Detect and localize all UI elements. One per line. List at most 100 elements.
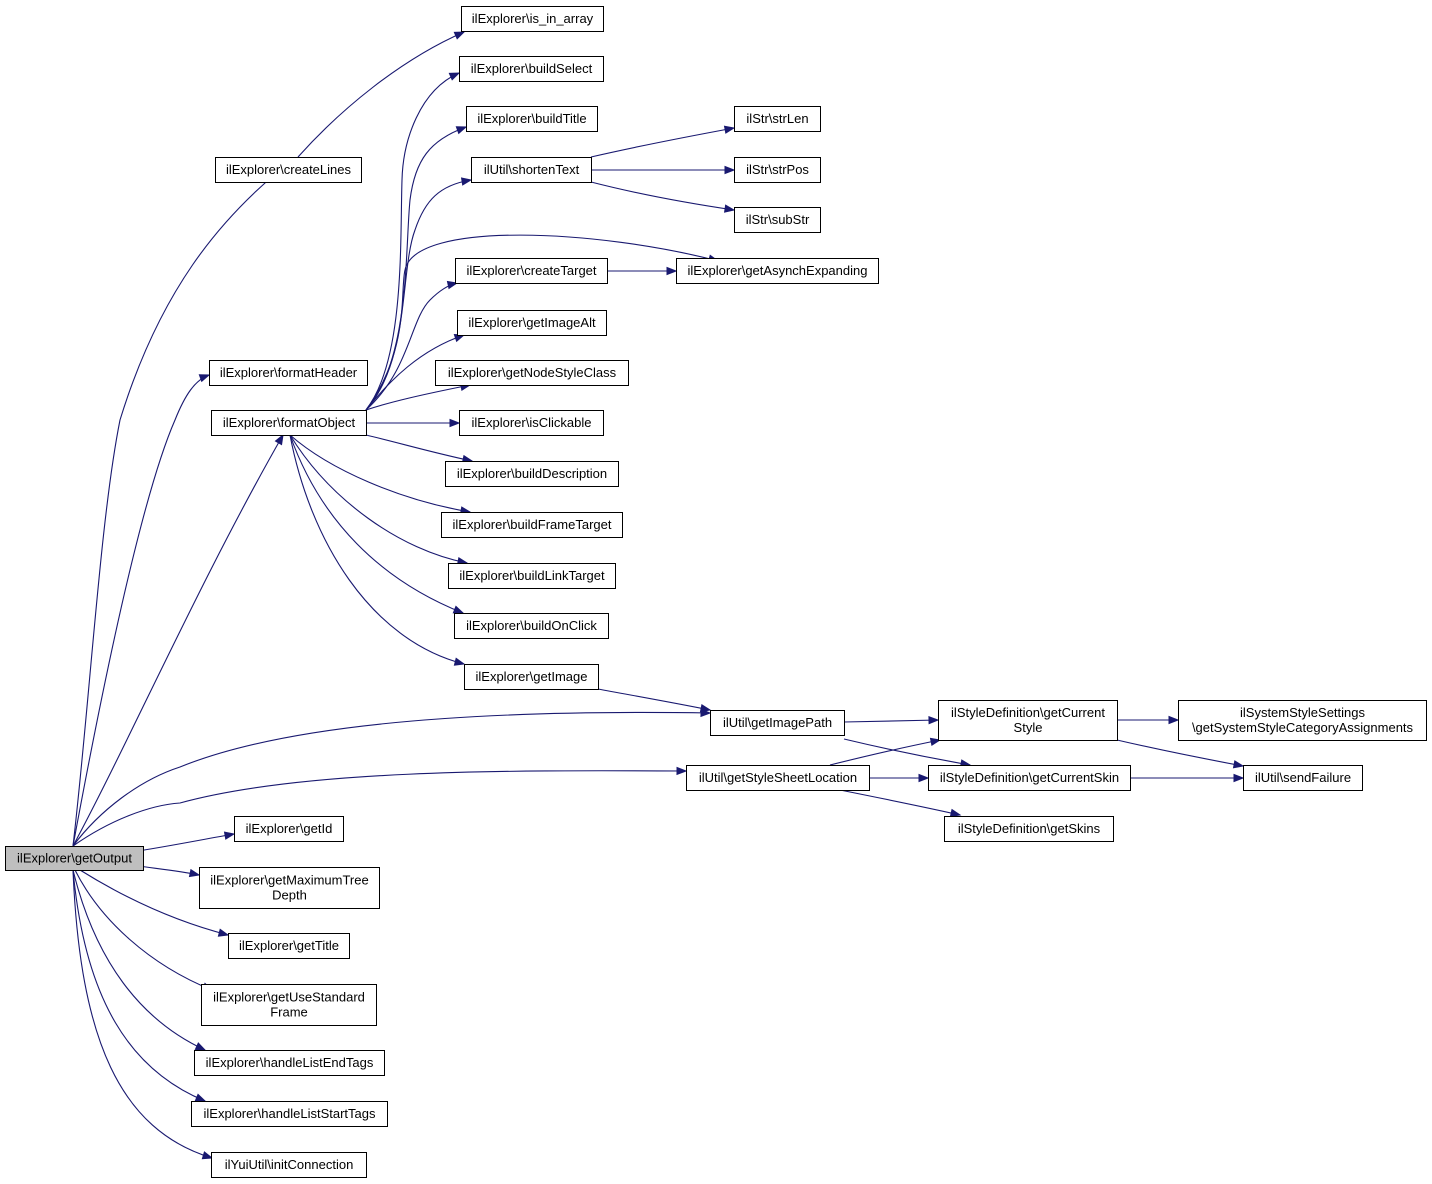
arrowhead xyxy=(453,31,466,40)
node-getSkins[interactable]: ilStyleDefinition\getSkins xyxy=(944,816,1114,842)
edge-getOutput-to-getStyleSheetLocation xyxy=(72,766,688,847)
node-getId[interactable]: ilExplorer\getId xyxy=(234,816,344,842)
call-nodes: ilExplorer\getOutput ilExplorer\createLin… xyxy=(5,6,1427,1178)
node-buildSelect[interactable]: ilExplorer\buildSelect xyxy=(459,56,604,82)
edge-line xyxy=(843,719,939,723)
node-box xyxy=(1243,765,1363,791)
node-label: ilExplorer\buildLinkTarget xyxy=(459,568,605,583)
node-label: ilExplorer\getNodeStyleClass xyxy=(448,365,617,380)
node-label: ilExplorer\createTarget xyxy=(466,263,596,278)
call-edges xyxy=(72,31,1245,1160)
node-getImage[interactable]: ilExplorer\getImage xyxy=(464,664,599,690)
node-label: ilExplorer\buildSelect xyxy=(471,61,593,76)
node-getOutput[interactable]: ilExplorer\getOutput xyxy=(5,846,144,871)
node-box xyxy=(435,360,629,386)
edge-line xyxy=(839,789,961,816)
edge-getStyleSheetLocation-to-getCurrentStyle xyxy=(829,737,942,766)
edge-getOutput-to-initConnection xyxy=(72,869,214,1160)
edge-getOutput-to-getImagePath xyxy=(72,708,712,847)
node-getStyleSheetLocation[interactable]: ilUtil\getStyleSheetLocation xyxy=(686,765,870,791)
node-label: ilYuiUtil\initConnection xyxy=(225,1157,354,1172)
node-label: ilExplorer\formatObject xyxy=(223,415,356,430)
node-isClickable[interactable]: ilExplorer\isClickable xyxy=(459,410,604,436)
node-handleListStartTags[interactable]: ilExplorer\handleListStartTags xyxy=(191,1101,388,1127)
node-box xyxy=(209,360,368,386)
arrowhead xyxy=(452,605,465,614)
edge-getOutput-to-createLines xyxy=(72,169,282,847)
arrowhead xyxy=(723,125,736,134)
arrowhead xyxy=(1233,773,1245,783)
arrowhead xyxy=(194,1042,207,1051)
node-shortenText[interactable]: ilUtil\shortenText xyxy=(471,157,592,183)
edge-getOutput-to-getUseStandardFrame xyxy=(74,869,214,991)
node-is_in_array[interactable]: ilExplorer\is_in_array xyxy=(461,6,604,32)
node-formatHeader[interactable]: ilExplorer\formatHeader xyxy=(209,360,368,386)
node-initConnection[interactable]: ilYuiUtil\initConnection xyxy=(211,1152,367,1178)
node-getNodeStyleClass[interactable]: ilExplorer\getNodeStyleClass xyxy=(435,360,629,386)
node-buildTitle[interactable]: ilExplorer\buildTitle xyxy=(466,106,598,132)
edge-line xyxy=(1116,739,1244,767)
edge-line xyxy=(365,384,471,411)
arrowhead xyxy=(453,657,466,666)
node-label: ilExplorer\buildDescription xyxy=(457,466,607,481)
edge-line xyxy=(72,869,206,1051)
node-strPos[interactable]: ilStr\strPos xyxy=(734,157,821,183)
edge-createTarget-to-getAsynchExpanding xyxy=(607,266,678,276)
node-getAsynchExpanding[interactable]: ilExplorer\getAsynchExpanding xyxy=(676,258,879,284)
arrowhead xyxy=(455,126,468,135)
node-box xyxy=(441,512,623,538)
node-getCurrentSkin[interactable]: ilStyleDefinition\getCurrentSkin xyxy=(928,765,1131,791)
node-box xyxy=(211,1152,367,1178)
node-label: ilExplorer\getImageAlt xyxy=(468,315,596,330)
node-box xyxy=(194,1050,385,1076)
edge-line xyxy=(72,869,206,1102)
node-box xyxy=(944,816,1114,842)
node-label: ilSystemStyleSettings xyxy=(1240,705,1365,720)
node-createTarget[interactable]: ilExplorer\createTarget xyxy=(455,258,608,284)
edge-line xyxy=(590,181,735,211)
edge-formatObject-to-isClickable xyxy=(366,418,461,428)
edge-line xyxy=(74,869,213,991)
edge-line xyxy=(72,374,210,847)
edge-getImage-to-getImagePath xyxy=(597,688,712,713)
node-box xyxy=(215,157,362,183)
node-box xyxy=(445,461,619,487)
node-box xyxy=(211,410,367,436)
node-subStr[interactable]: ilStr\subStr xyxy=(734,207,821,233)
node-getTitle[interactable]: ilExplorer\getTitle xyxy=(228,933,350,959)
node-buildFrameTarget[interactable]: ilExplorer\buildFrameTarget xyxy=(441,512,623,538)
node-getImageAlt[interactable]: ilExplorer\getImageAlt xyxy=(457,310,607,336)
node-label: ilExplorer\isClickable xyxy=(472,415,592,430)
arrowhead xyxy=(918,773,930,783)
arrowhead xyxy=(188,868,201,878)
node-createLines[interactable]: ilExplorer\createLines xyxy=(215,157,362,183)
node-box xyxy=(191,1101,388,1127)
edge-getCurrentSkin-to-sendFailure xyxy=(1130,773,1245,783)
edge-line xyxy=(365,72,460,411)
node-label: ilExplorer\buildOnClick xyxy=(466,618,597,633)
arrowhead xyxy=(460,177,473,186)
edge-line xyxy=(289,434,468,564)
node-box xyxy=(464,664,599,690)
node-buildDescription[interactable]: ilExplorer\buildDescription xyxy=(445,461,619,487)
node-formatObject[interactable]: ilExplorer\formatObject xyxy=(211,410,367,436)
node-box xyxy=(466,106,598,132)
node-handleListEndTags[interactable]: ilExplorer\handleListEndTags xyxy=(194,1050,385,1076)
node-box xyxy=(686,765,870,791)
node-label: ilExplorer\buildFrameTarget xyxy=(453,517,612,532)
edge-getStyleSheetLocation-to-getSkins xyxy=(839,789,962,818)
edge-line xyxy=(72,869,213,1159)
node-buildOnClick[interactable]: ilExplorer\buildOnClick xyxy=(454,613,609,639)
node-buildLinkTarget[interactable]: ilExplorer\buildLinkTarget xyxy=(448,563,616,589)
edge-line xyxy=(72,770,687,847)
node-strLen[interactable]: ilStr\strLen xyxy=(734,106,821,132)
node-getImagePath[interactable]: ilUtil\getImagePath xyxy=(710,710,845,736)
node-box xyxy=(734,106,821,132)
node-sendFailure[interactable]: ilUtil\sendFailure xyxy=(1243,765,1363,791)
edge-line xyxy=(289,434,465,665)
node-getSystemStyleCategoryAssignments[interactable]: ilSystemStyleSettings\getSystemStyleCate… xyxy=(1178,700,1427,741)
